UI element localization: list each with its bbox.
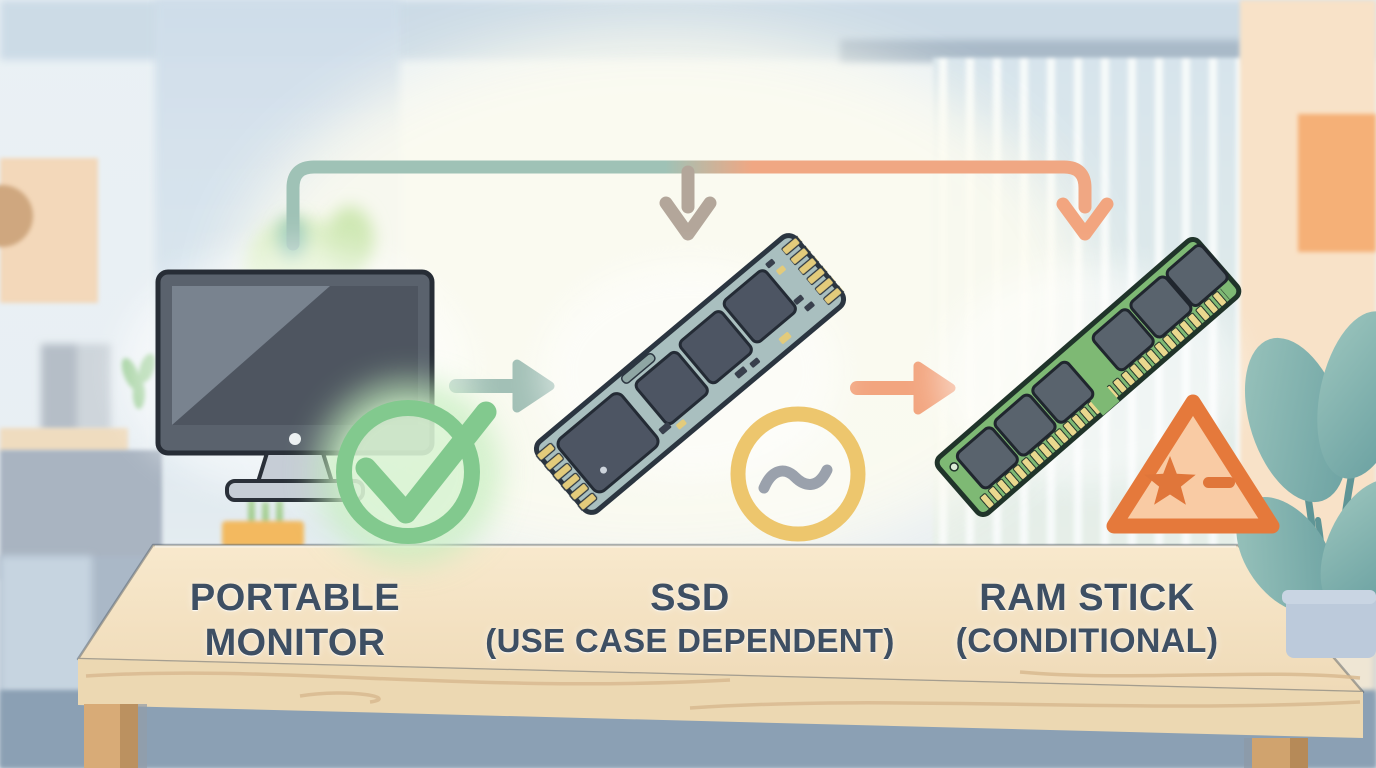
item-label-line: SSD xyxy=(650,577,730,619)
bg-accent-square-right xyxy=(1298,114,1376,252)
item-label-portable-monitor: PORTABLE MONITOR xyxy=(190,576,400,666)
flow-connector-line xyxy=(286,160,1114,251)
check-circle-icon xyxy=(316,380,500,564)
desk-leg-right xyxy=(1244,738,1308,768)
ssd-illustration xyxy=(533,233,847,515)
flow-arrow-down-ssd-icon xyxy=(659,165,717,241)
item-label-line: MONITOR xyxy=(204,622,386,664)
bg-accent-circle-left xyxy=(0,185,33,247)
flow-arrow-down-ram-icon xyxy=(1056,197,1114,241)
bg-top-band-dark xyxy=(840,40,1242,62)
plant-pot xyxy=(1286,594,1376,658)
item-label-ram-stick: RAM STICK (CONDITIONAL) xyxy=(956,576,1219,661)
bg-cabinet xyxy=(41,344,111,432)
warning-triangle-icon xyxy=(1106,394,1280,534)
item-label-line: RAM STICK xyxy=(979,577,1195,619)
item-label-line: PORTABLE xyxy=(189,577,401,619)
desk xyxy=(76,543,1365,768)
star-icon xyxy=(1144,456,1196,505)
minus-icon xyxy=(1203,477,1235,488)
desk-leg-left xyxy=(84,704,147,768)
desk-wood-grain xyxy=(85,670,1361,710)
flow-arrow-ssd-to-ram-icon xyxy=(850,361,956,415)
ram-illustration xyxy=(934,237,1242,517)
item-label-ssd: SSD (USE CASE DEPENDENT) xyxy=(485,576,894,661)
check-mark xyxy=(355,401,497,524)
floor-left-light xyxy=(0,556,92,696)
tilde-glyph xyxy=(758,464,833,494)
item-label-line: (CONDITIONAL) xyxy=(955,622,1219,660)
tilde-circle-icon xyxy=(730,406,866,542)
item-label-line: (USE CASE DEPENDENT) xyxy=(485,622,895,659)
monitor-power-led xyxy=(289,433,301,445)
bg-shelf-band xyxy=(0,428,128,452)
